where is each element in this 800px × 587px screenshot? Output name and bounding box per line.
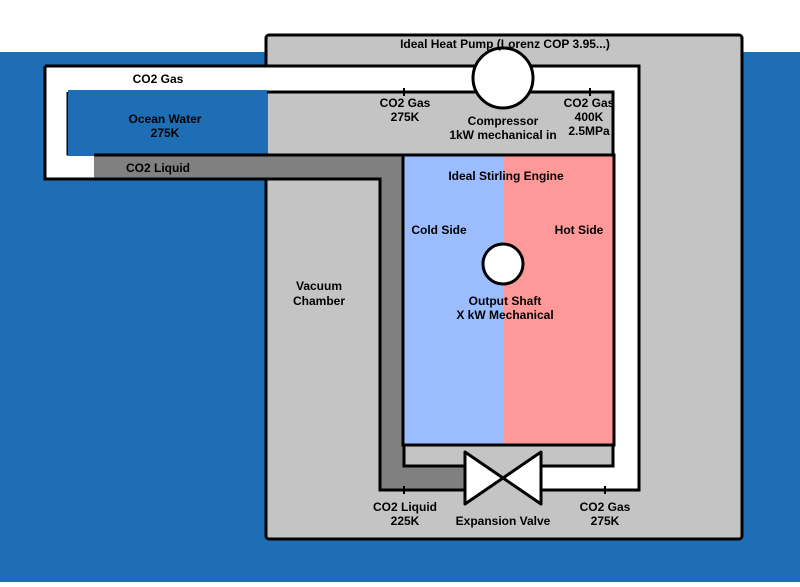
compressor-outlet-label: CO2 Gas	[564, 96, 615, 110]
compressor-outlet-pressure: 2.5MPa	[568, 124, 610, 138]
output-shaft-power: X kW Mechanical	[456, 308, 553, 322]
vacuum-chamber-label-line1: Vacuum	[296, 279, 342, 293]
liquid-pipe-label: CO2 Liquid	[126, 161, 190, 175]
compressor-outlet-temperature: 400K	[575, 110, 604, 124]
ocean-water-box	[68, 90, 267, 156]
compressor-power: 1kW mechanical in	[449, 128, 556, 142]
stirling-hot-side	[504, 156, 614, 444]
output-shaft-circle	[481, 242, 525, 286]
stirling-cold-side	[404, 156, 504, 444]
stirling-engine-outline	[401, 153, 616, 447]
vacuum-chamber-label-line2: Chamber	[293, 294, 345, 308]
compressor-inlet-label: CO2 Gas	[380, 96, 431, 110]
stirling-engine-title: Ideal Stirling Engine	[448, 169, 564, 183]
compressor-inlet-temperature: 275K	[391, 110, 420, 124]
valve-inlet-temperature: 225K	[391, 514, 420, 528]
valve-outlet-temperature: 275K	[591, 514, 620, 528]
valve-outlet-label: CO2 Gas	[580, 500, 631, 514]
gas-pipe-label: CO2 Gas	[133, 72, 184, 86]
compressor-label: Compressor	[468, 114, 539, 128]
heat-pump-title: Ideal Heat Pump (Lorenz COP 3.95...)	[400, 37, 610, 51]
cold-side-label: Cold Side	[411, 223, 467, 237]
expansion-valve-label: Expansion Valve	[456, 514, 551, 528]
ocean-water-temperature: 275K	[151, 126, 180, 140]
output-shaft-label: Output Shaft	[469, 294, 542, 308]
hot-side-label: Hot Side	[555, 223, 604, 237]
compressor-circle	[471, 46, 535, 110]
expansion-valve-icon	[463, 450, 543, 506]
ocean-water-label: Ocean Water	[129, 112, 202, 126]
valve-inlet-label: CO2 Liquid	[373, 500, 437, 514]
liquid-pipe	[94, 153, 465, 492]
